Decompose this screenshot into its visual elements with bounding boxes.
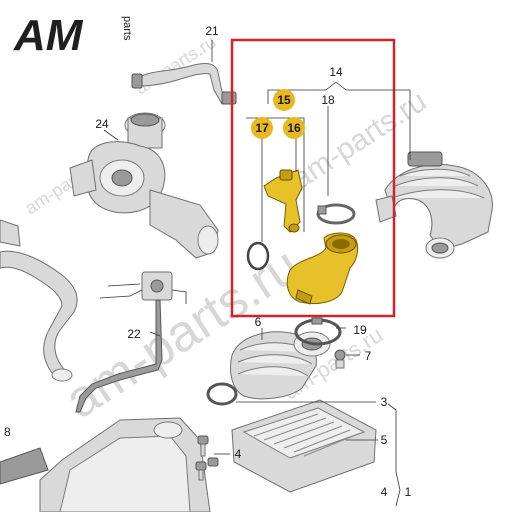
callout-17: 17 <box>255 121 269 135</box>
part-14-intake-hose[interactable] <box>375 151 493 259</box>
part-7-bolt[interactable] <box>334 349 346 369</box>
callout-4[interactable]: 4 <box>235 447 242 461</box>
callout-4[interactable]: 4 <box>381 485 388 499</box>
badge-15[interactable]: 15 <box>273 89 295 111</box>
callout-3[interactable]: 3 <box>381 395 388 409</box>
callout-19[interactable]: 19 <box>353 323 367 337</box>
part-19-clamp[interactable] <box>294 317 342 346</box>
callout-5[interactable]: 5 <box>381 433 388 447</box>
am-parts-logo[interactable]: AM parts <box>13 11 133 60</box>
part-left-hoses[interactable] <box>0 219 78 382</box>
badge-17[interactable]: 17 <box>251 117 273 139</box>
callout-14[interactable]: 14 <box>329 65 343 79</box>
part-24-turbocharger[interactable] <box>69 112 219 259</box>
callout-16: 16 <box>287 121 301 135</box>
callout-24[interactable]: 24 <box>95 117 109 131</box>
part-3-o-ring[interactable] <box>206 382 238 406</box>
callout-15: 15 <box>277 93 291 107</box>
callout-8[interactable]: 8 <box>4 425 11 439</box>
leader-lines <box>103 40 411 507</box>
part-5-air-filter[interactable] <box>231 399 377 493</box>
part-22-vacuum-line[interactable] <box>75 271 187 413</box>
callout-1[interactable]: 1 <box>405 485 412 499</box>
callout-22[interactable]: 22 <box>127 327 141 341</box>
callout-6[interactable]: 6 <box>255 315 262 329</box>
highlight-box <box>230 38 396 318</box>
badge-16[interactable]: 16 <box>283 117 305 139</box>
callout-7[interactable]: 7 <box>365 349 372 363</box>
part-6-intake-elbow[interactable] <box>230 331 331 400</box>
part-16-sensor-fitting[interactable] <box>263 169 303 233</box>
callout-21[interactable]: 21 <box>205 24 219 38</box>
part-18-clamp[interactable] <box>316 203 356 225</box>
part-21-hose[interactable] <box>131 63 237 105</box>
part-engine-block[interactable] <box>0 417 211 512</box>
part-15-connection-pipe[interactable] <box>286 232 359 305</box>
logo-brand: AM <box>13 11 84 60</box>
part-4-screws[interactable] <box>195 435 219 481</box>
part-17-o-ring[interactable] <box>246 241 270 271</box>
callout-18[interactable]: 18 <box>321 93 335 107</box>
logo-suffix: parts <box>121 16 133 41</box>
